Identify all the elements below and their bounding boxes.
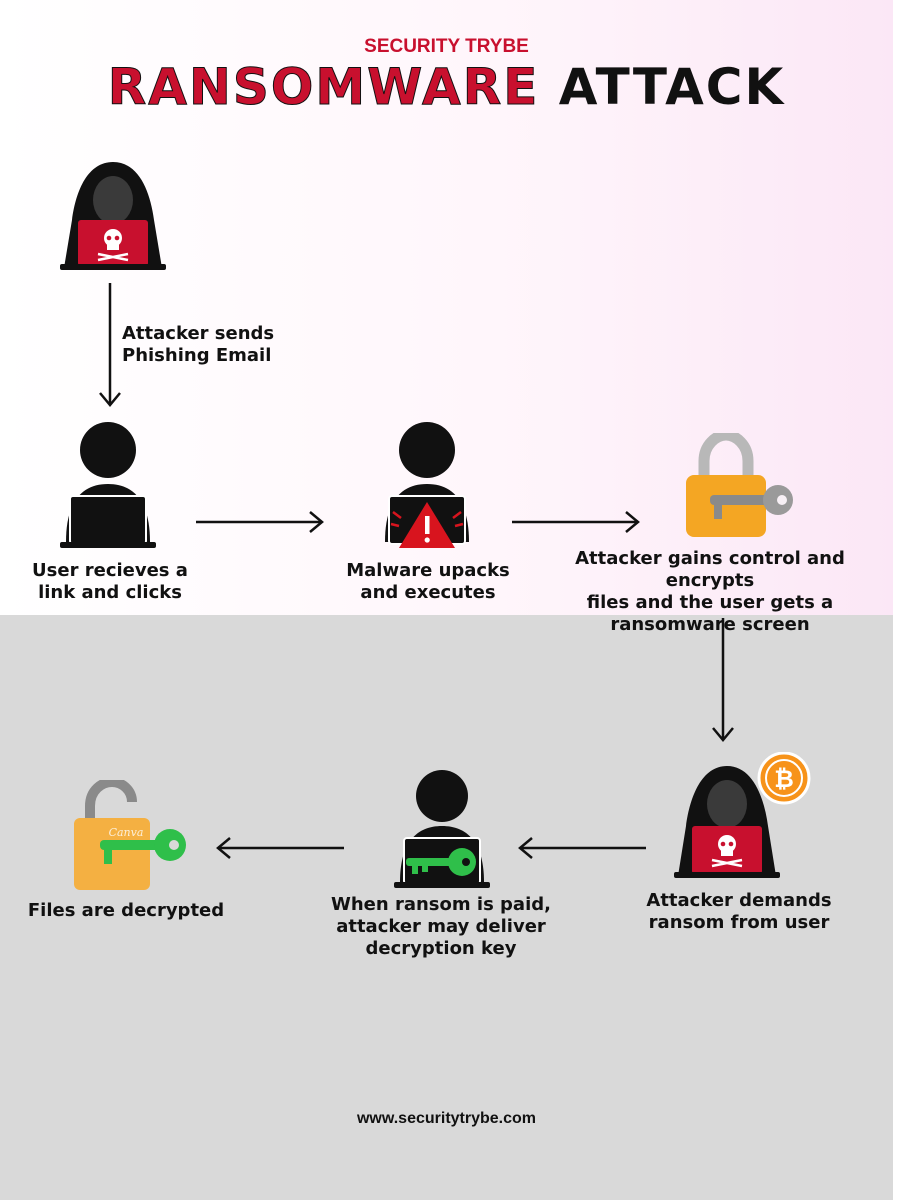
arrow-left-2 xyxy=(216,837,344,859)
arrow-left-1 xyxy=(518,837,646,859)
right-edge-strip xyxy=(893,0,903,1200)
step-label-decryption-key: When ransom is paid, attacker may delive… xyxy=(331,894,551,959)
step-label-encrypts: Attacker gains control and encrypts file… xyxy=(575,548,845,635)
user-green-key-laptop-icon xyxy=(394,770,490,888)
step-label-malware: Malware upacks and executes xyxy=(346,560,510,603)
user-laptop-icon xyxy=(60,422,156,548)
bottom-background xyxy=(0,615,893,1200)
title-word-attack: ATTACK xyxy=(558,58,786,116)
step-label-phishing: Attacker sends Phishing Email xyxy=(122,323,275,366)
arrow-right-1 xyxy=(196,511,324,533)
footer-url[interactable]: www.securitytrybe.com xyxy=(356,1110,537,1127)
arrow-down-2 xyxy=(712,618,734,742)
arrow-right-2 xyxy=(512,511,640,533)
page-title: RANSOMWARE ATTACK xyxy=(0,58,893,117)
title-word-ransomware: RANSOMWARE xyxy=(107,58,540,117)
step-label-demands-ransom: Attacker demands ransom from user xyxy=(646,890,832,933)
hacker-bitcoin-icon: ₿ xyxy=(674,752,811,878)
hacker-skull-laptop-icon xyxy=(60,162,166,270)
locked-padlock-key-icon xyxy=(686,433,793,537)
arrow-down-1 xyxy=(99,283,121,407)
step-label-user-clicks: User recieves a link and clicks xyxy=(32,560,188,603)
unlocked-padlock-green-key-icon: Canva xyxy=(74,780,186,890)
user-warning-laptop-icon xyxy=(385,422,469,548)
padlock-watermark: Canva xyxy=(109,826,144,839)
brand-name: SECURITY TRYBE xyxy=(364,36,529,57)
svg-text:₿: ₿ xyxy=(774,765,794,793)
step-label-files-decrypted: Files are decrypted xyxy=(27,900,225,921)
